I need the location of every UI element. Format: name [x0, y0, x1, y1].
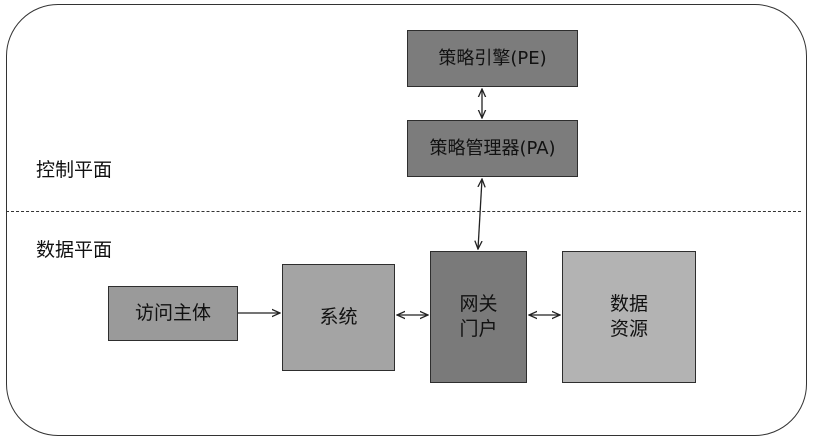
gateway-label-line1: 网关	[459, 293, 498, 316]
policy-administrator-box: 策略管理器(PA)	[407, 120, 578, 177]
policy-engine-box: 策略引擎(PE)	[407, 30, 578, 87]
policy-engine-label: 策略引擎(PE)	[438, 47, 547, 69]
access-subject-box: 访问主体	[108, 286, 238, 341]
system-label: 系统	[319, 306, 358, 329]
policy-administrator-label: 策略管理器(PA)	[429, 137, 556, 159]
access-subject-label: 访问主体	[134, 302, 211, 325]
plane-divider-line	[6, 211, 801, 212]
system-box: 系统	[282, 264, 395, 371]
data-resource-label-line1: 数据	[609, 293, 648, 316]
data-plane-label: 数据平面	[36, 239, 113, 261]
gateway-portal-box: 网关 门户	[430, 251, 527, 383]
data-resource-label-line2: 资源	[609, 318, 648, 340]
data-resource-box: 数据 资源	[562, 251, 696, 383]
control-plane-label: 控制平面	[36, 159, 113, 181]
gateway-label-line2: 门户	[459, 318, 498, 340]
